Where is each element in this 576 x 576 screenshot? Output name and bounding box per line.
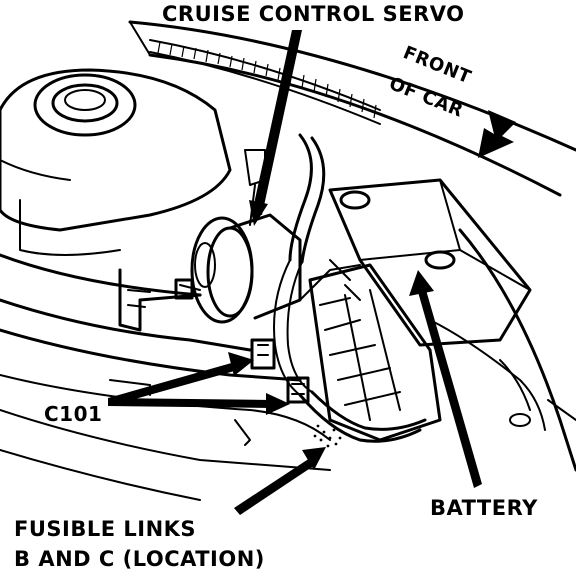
fusible-leader-arrow [234,447,326,515]
label-cruise-control-servo: CRUISE CONTROL SERVO [162,2,464,26]
front-direction-arrow-icon [478,110,516,158]
label-fusible-links-line2: B AND C (LOCATION) [14,547,265,571]
air-cleaner [0,68,232,256]
battery-leader-arrow [409,270,482,488]
fuse-relay-box [299,263,442,442]
label-fusible-links-line1: FUSIBLE LINKS [14,517,196,541]
c101-leader-arrows [108,352,290,415]
battery [328,178,546,431]
label-c101: C101 [44,402,102,426]
fusible-link-location [313,424,342,448]
hood-hinge-strip [149,39,381,125]
engine-block [0,253,331,501]
label-battery: BATTERY [430,496,538,520]
servo-leader-arrow [249,30,302,226]
wiring-harness [250,133,427,443]
